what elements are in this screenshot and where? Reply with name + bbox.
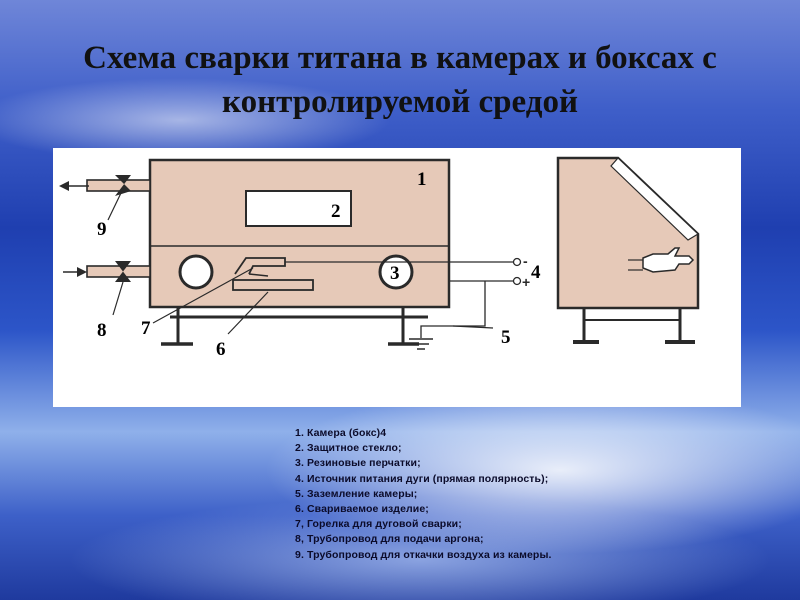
label-4: 4 — [531, 262, 541, 283]
label-2: 2 — [331, 201, 341, 222]
label-5: 5 — [501, 327, 511, 348]
glove-hand — [642, 247, 695, 273]
slide-title: Схема сварки титана в камерах и боксах с… — [0, 36, 800, 124]
label-3: 3 — [390, 263, 400, 284]
legend-item: 9. Трубопровод для откачки воздуха из ка… — [295, 548, 552, 561]
label-1: 1 — [417, 169, 427, 190]
legend-item: 8, Трубопровод для подачи аргона; — [295, 533, 484, 546]
legend-item: 6. Свариваемое изделие; — [295, 503, 429, 516]
pipe-9 — [86, 179, 151, 192]
legend-item: 1. Камера (бокс)4 — [295, 427, 387, 439]
valve-8 — [115, 261, 131, 282]
protective-glass — [245, 190, 352, 227]
legend-item: 7, Горелка для дуговой сварки; — [295, 518, 462, 531]
slide-title-line-2: контролируемой средой — [222, 84, 578, 120]
polarity-plus: + — [522, 274, 530, 290]
side-view-glass — [610, 157, 699, 241]
glove-port-right — [378, 254, 414, 290]
label-8: 8 — [97, 320, 107, 341]
legend-item: 5. Заземление камеры; — [295, 487, 418, 500]
legend-item: 3. Резиновые перчатки; — [295, 457, 421, 470]
pipe-8 — [86, 265, 151, 278]
slide-title-line-1: Схема сварки титана в камерах и боксах с — [83, 40, 717, 76]
glove-port-left — [178, 254, 214, 290]
legend-item: 4. Источник питания дуги (прямая полярно… — [295, 472, 549, 485]
welding-chamber-diagram: 1 2 3 4 5 6 7 8 9 - + — [53, 148, 741, 407]
label-7: 7 — [141, 318, 151, 339]
polarity-minus: - — [523, 253, 528, 269]
label-9: 9 — [97, 219, 107, 240]
label-6: 6 — [216, 339, 226, 360]
legend-item: 2. Защитное стекло; — [295, 442, 402, 455]
workpiece — [232, 279, 314, 291]
valve-9 — [115, 175, 131, 196]
legend-list: 1. Камера (бокс)4 2. Защитное стекло; 3.… — [295, 426, 655, 563]
